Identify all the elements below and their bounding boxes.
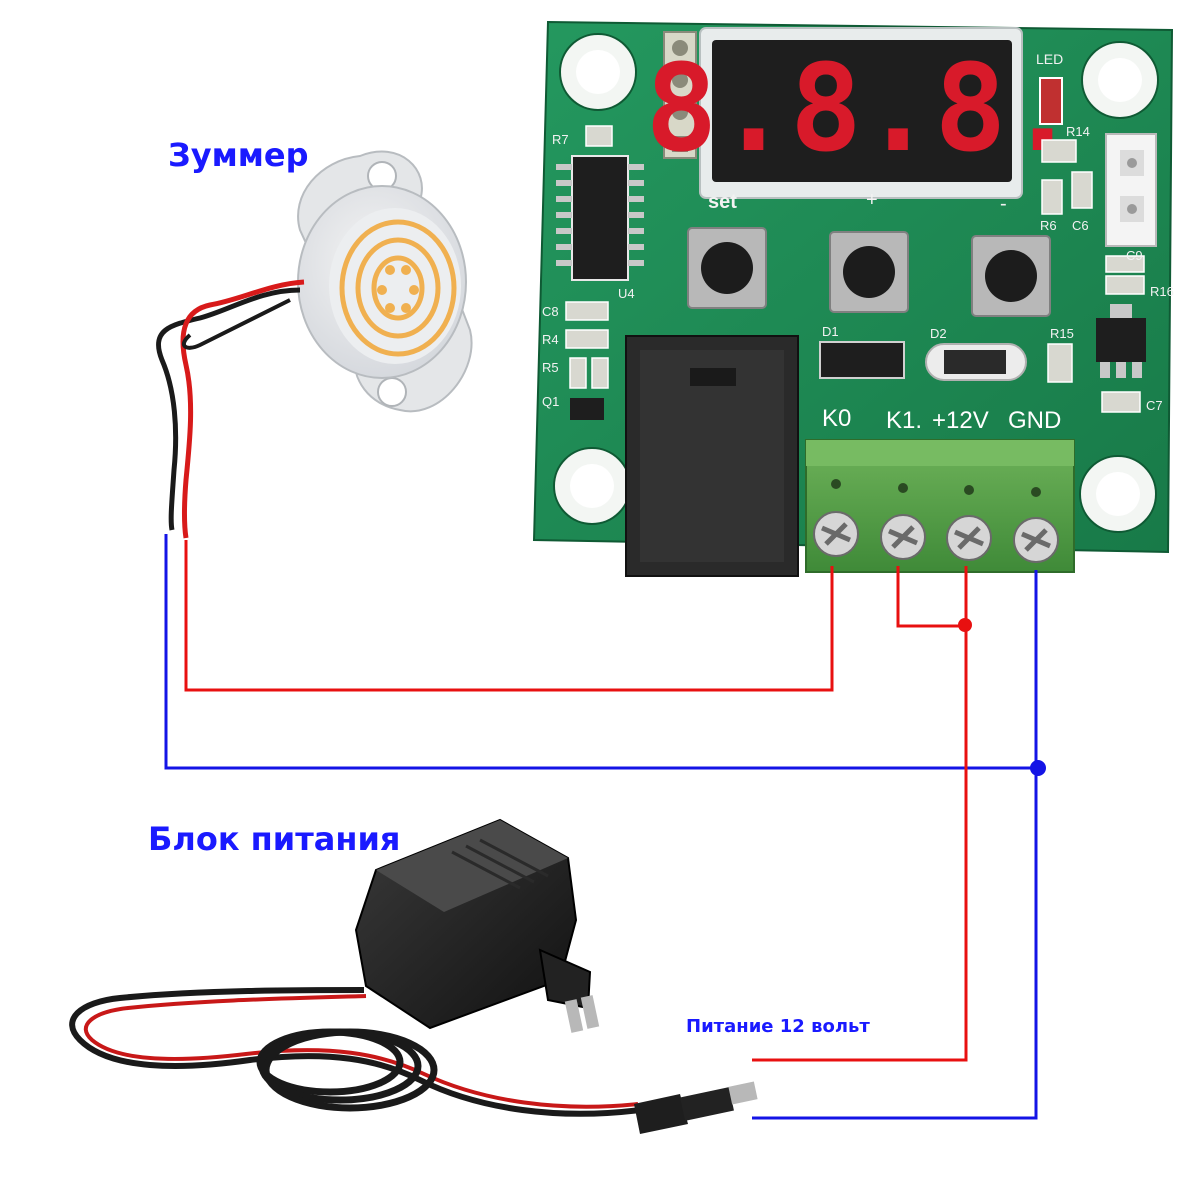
thermostat-board: 8.8.8. LED (532, 20, 1174, 577)
seven-segment-display-icon: 8.8.8. (645, 27, 1079, 199)
diode-icon (819, 341, 905, 379)
silk-minus: - (1000, 193, 1007, 215)
silk-r15: R15 (1050, 326, 1074, 341)
junction-dot-red (958, 618, 972, 632)
button-minus-icon (687, 227, 767, 309)
header-pins (663, 31, 697, 159)
mounting-hole-icon (559, 33, 637, 111)
wire-buzzer-k0 (184, 540, 834, 692)
button-plus-icon (971, 235, 1051, 317)
buzzer-icon (155, 150, 473, 539)
screw-icon (946, 515, 992, 561)
silk-r5: R5 (542, 360, 559, 375)
silk-u4: U4 (618, 286, 635, 301)
smd-components (565, 125, 1145, 413)
terminal-label-k1: K1. (886, 407, 922, 434)
terminal-label-12v: +12V (932, 407, 989, 434)
label-supply: Питание 12 вольт (686, 1016, 870, 1037)
silk-d2: D2 (930, 326, 947, 341)
silk-c6: C6 (1072, 218, 1089, 233)
wire-supply-positive (752, 566, 968, 1062)
terminal-label-k0: K0 (822, 405, 851, 432)
led-icon (1039, 77, 1063, 125)
silk-plus: + (866, 189, 878, 211)
terminal-label-gnd: GND (1008, 407, 1061, 434)
silk-r16: R16 (1150, 284, 1174, 299)
relay-icon (625, 335, 799, 577)
wire-buzzer-gnd (164, 534, 1036, 770)
regulator-icon (1096, 304, 1146, 378)
silk-c7: C7 (1146, 398, 1163, 413)
mounting-hole-icon (553, 447, 631, 525)
diode-icon (925, 343, 1027, 381)
silk-q1: Q1 (542, 394, 559, 409)
silk-d1: D1 (822, 324, 839, 339)
ic-chip-icon (556, 155, 644, 281)
sensor-connector (1105, 133, 1157, 247)
transistor-icon (570, 398, 604, 420)
wiring (164, 534, 1038, 1120)
silk-r6: R6 (1040, 218, 1057, 233)
power-adapter-icon (69, 818, 758, 1134)
label-buzzer: Зуммер (168, 136, 309, 174)
wire-k1-bridge (896, 566, 966, 628)
screw-icon (813, 511, 859, 557)
silk-r14: R14 (1066, 124, 1090, 139)
silk-set: set (708, 191, 737, 213)
label-power-unit: Блок питания (148, 820, 400, 858)
screw-icon (880, 514, 926, 560)
screw-icon (1013, 517, 1059, 563)
wire-supply-negative (752, 570, 1038, 1120)
terminal-block (805, 439, 1075, 573)
junction-dot-blue (1030, 760, 1046, 776)
silk-led: LED (1036, 51, 1063, 67)
mounting-hole-icon (1079, 455, 1157, 533)
silk-r7: R7 (552, 132, 569, 147)
silk-c9: C9 (1126, 248, 1143, 263)
silk-c8: C8 (542, 304, 559, 319)
display-digits: 8.8.8. (645, 40, 1078, 179)
silk-r4: R4 (542, 332, 559, 347)
button-set-icon (829, 231, 909, 313)
mounting-hole-icon (1081, 41, 1159, 119)
